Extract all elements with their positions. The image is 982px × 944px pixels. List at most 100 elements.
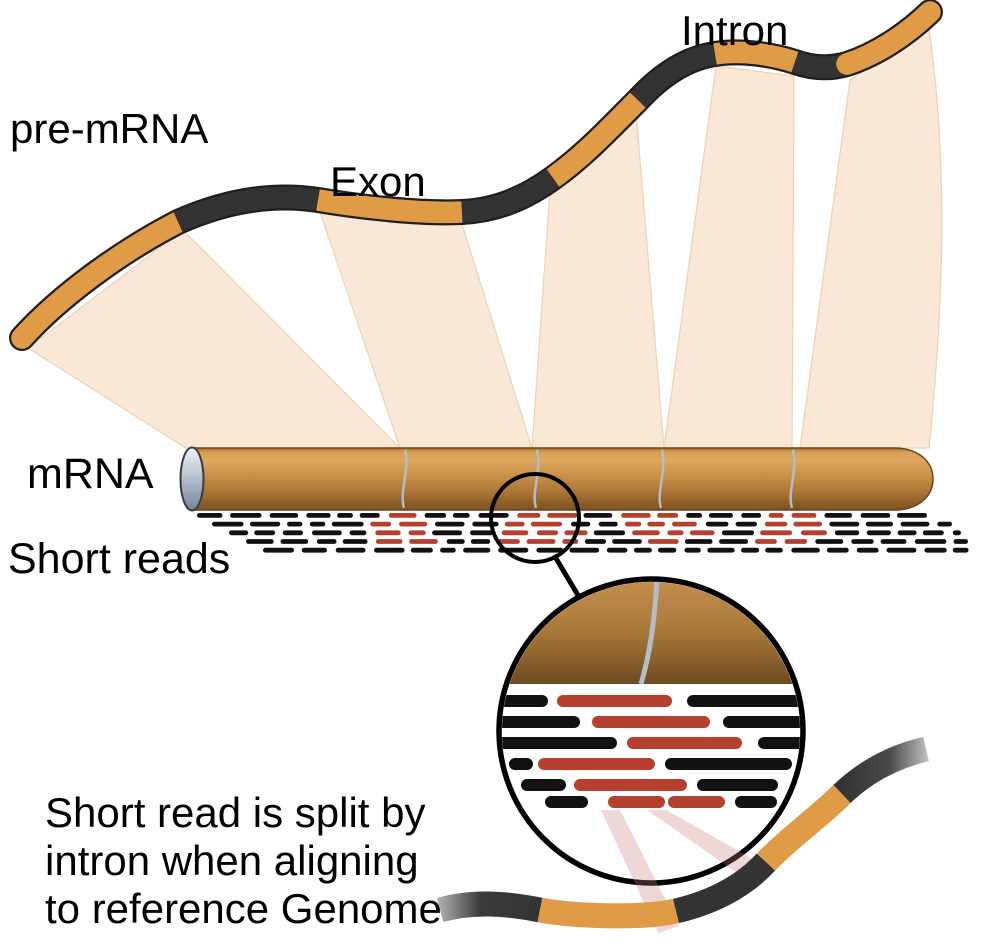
short-read-dash	[463, 547, 491, 553]
short-read-dash	[502, 716, 580, 728]
short-read-dash	[337, 513, 353, 518]
short-read-dash	[760, 530, 793, 536]
short-read-dash	[434, 521, 465, 527]
short-read-dash	[592, 716, 710, 728]
short-read-dash	[502, 737, 617, 749]
short-read-dash	[735, 521, 757, 527]
pre-mrna-ribbon	[9, 0, 943, 351]
magnifier-small-circle	[489, 472, 581, 564]
short-read-dash	[375, 539, 403, 544]
short-read-dash	[230, 513, 262, 518]
short-read-dash	[501, 530, 529, 536]
short-read-dash	[331, 521, 364, 527]
exon-projection-beams	[26, 20, 943, 453]
short-read-dash	[282, 530, 304, 536]
short-read-dash	[212, 521, 244, 527]
zoom-circle-outline	[496, 576, 806, 886]
short-read-dash	[627, 737, 742, 749]
short-read-dash	[672, 521, 697, 527]
short-read-dash	[824, 513, 853, 518]
short-read-dash	[399, 521, 428, 527]
short-read-dash	[866, 530, 891, 536]
genome-intron-mid	[673, 853, 776, 924]
short-read-dash	[668, 796, 725, 808]
caption-line-3: to reference Genome	[45, 885, 442, 932]
short-read-dash	[309, 521, 326, 527]
short-read-dash	[952, 547, 969, 553]
short-read-dash	[687, 695, 800, 707]
short-read-dash	[335, 547, 366, 553]
short-read-dash	[856, 547, 879, 553]
label-exon: Exon	[330, 158, 426, 205]
short-read-dash	[359, 513, 380, 518]
short-read-dash	[509, 758, 533, 770]
short-read-dash	[306, 513, 331, 518]
short-read-dash	[707, 547, 735, 553]
short-read-dash	[865, 521, 894, 527]
exon-segment-4	[713, 41, 799, 73]
short-read-dash	[197, 513, 223, 518]
short-read-dash	[632, 530, 660, 536]
short-read-dash	[647, 521, 666, 527]
short-read-dash	[478, 513, 509, 518]
short-read-dash	[410, 547, 433, 553]
short-read-dash	[424, 513, 447, 518]
short-read-dash	[657, 547, 677, 553]
caption-line-2: intron when aligning	[45, 837, 419, 884]
short-read-dash	[735, 796, 777, 808]
intron-segment-1	[173, 186, 320, 232]
short-read-dash	[584, 539, 607, 544]
short-read-dash	[764, 521, 788, 527]
short-read-dash	[452, 513, 470, 518]
short-read-dash	[574, 779, 687, 791]
label-short-reads: Short reads	[8, 535, 230, 583]
short-read-dash	[952, 530, 961, 536]
short-read-dash	[583, 513, 613, 518]
short-read-dash	[900, 521, 930, 527]
caption-split-read: Short read is split by intron when align…	[45, 789, 442, 932]
short-read-dash	[697, 779, 778, 791]
short-read-dash	[409, 539, 438, 544]
exon-segment-2	[316, 189, 463, 224]
beam-exon4	[663, 65, 795, 449]
short-read-dash	[684, 539, 713, 544]
short-read-dash	[880, 539, 907, 544]
short-read-dash	[721, 530, 755, 536]
short-read-dash	[897, 530, 917, 536]
short-read-dash	[953, 539, 968, 544]
short-read-dash	[768, 513, 784, 518]
short-read-dash	[851, 539, 874, 544]
short-read-dash	[557, 695, 672, 707]
short-read-dash	[432, 530, 463, 536]
short-read-dash	[287, 521, 303, 527]
short-read-dash	[667, 530, 684, 536]
short-read-dash	[246, 539, 274, 544]
short-read-dash	[388, 513, 417, 518]
short-read-dash	[504, 521, 525, 527]
short-read-dash	[802, 758, 814, 770]
short-read-dash	[530, 521, 563, 527]
short-read-dash	[521, 779, 566, 791]
short-read-dash	[538, 758, 655, 770]
short-read-dash	[536, 547, 564, 553]
cylinder-end-cap	[179, 446, 205, 512]
short-read-dash	[526, 539, 556, 544]
short-read-dash	[684, 547, 701, 553]
short-read-dash	[342, 539, 368, 544]
short-read-dash	[229, 530, 249, 536]
short-read-dash	[570, 521, 591, 527]
short-read-dash	[647, 539, 679, 544]
beam-exon5	[799, 20, 943, 449]
short-read-dash	[784, 539, 808, 544]
short-read-dash	[922, 530, 944, 536]
exon-junction-line	[789, 449, 796, 509]
label-mrna: mRNA	[27, 450, 154, 498]
short-read-dash	[316, 539, 337, 544]
short-read-dash	[723, 716, 800, 728]
short-read-dash	[440, 547, 456, 553]
short-read-dash	[860, 513, 891, 518]
magnifier-large-circle	[496, 576, 814, 886]
exon-segment-5	[836, 1, 941, 75]
